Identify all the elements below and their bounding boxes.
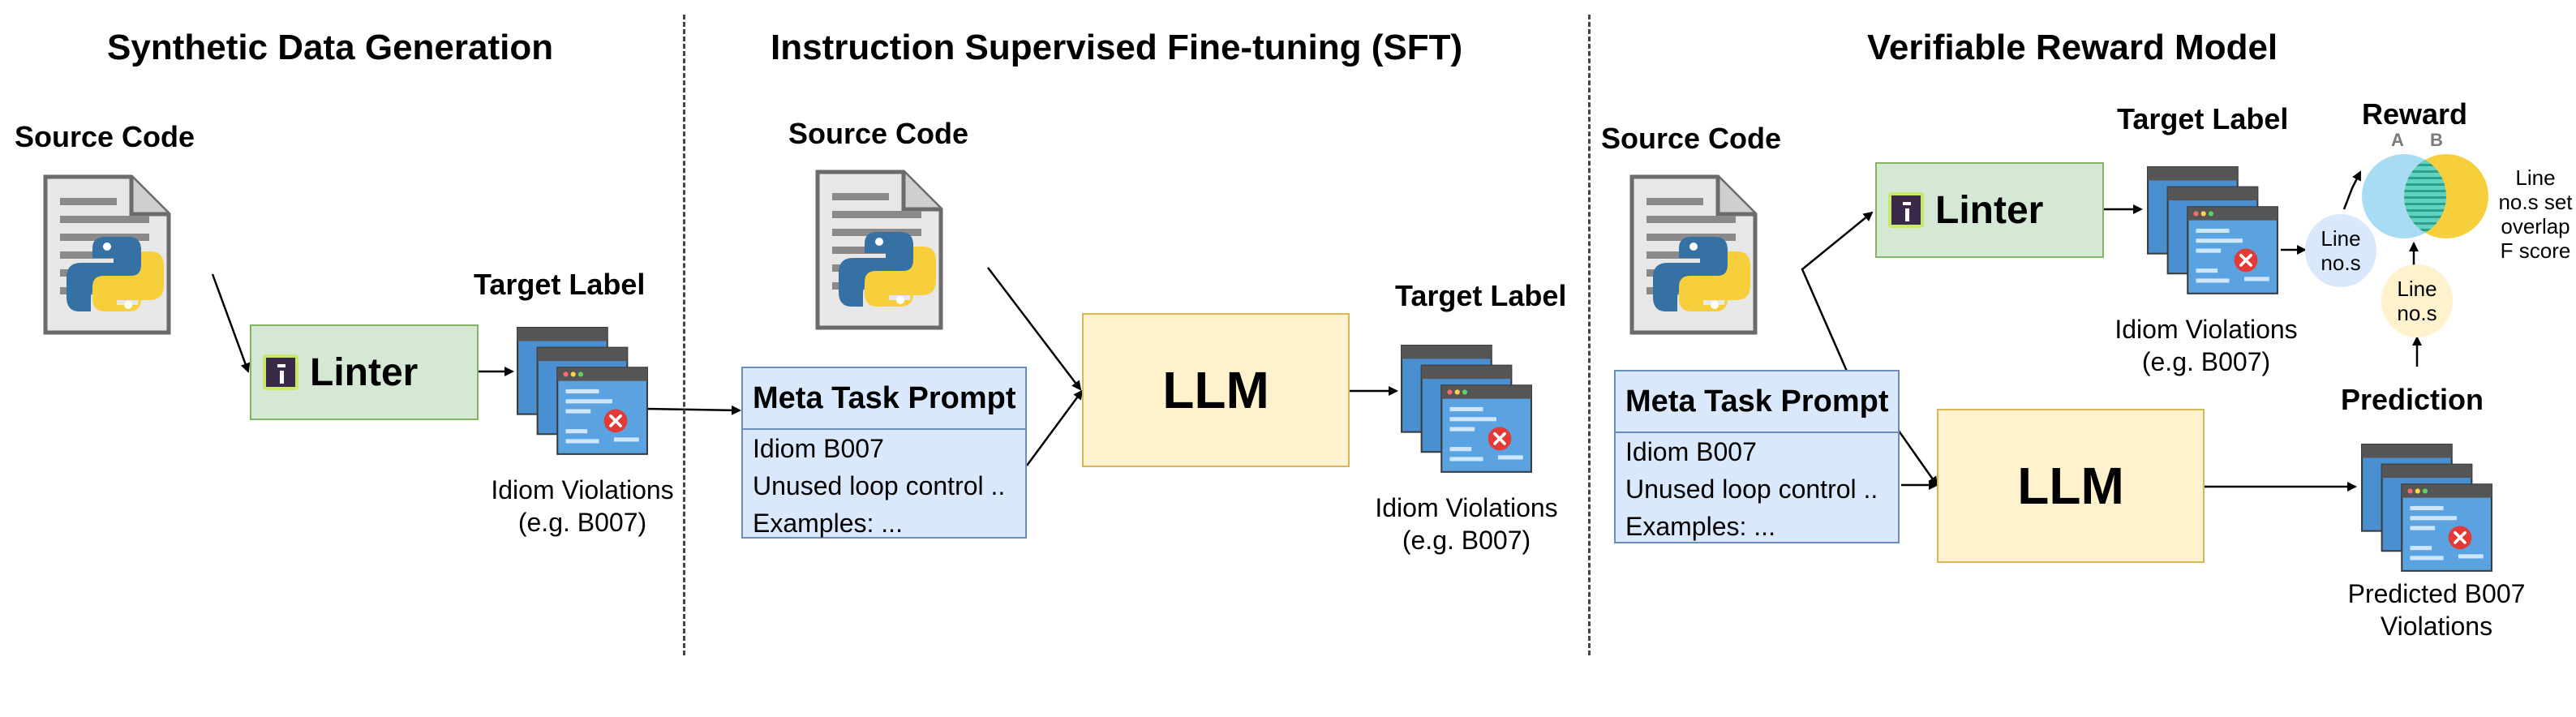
prompt-line: Idiom B007 <box>753 434 884 463</box>
prediction-label: Prediction <box>2341 383 2484 416</box>
venn-diagram-icon <box>2362 154 2488 238</box>
idiom-violations-caption-3: Idiom Violations (e.g. B007) <box>2093 313 2320 378</box>
separator-2 <box>1588 15 1591 655</box>
overlap-line: F score <box>2500 238 2571 263</box>
caption-line: Predicted B007 <box>2347 579 2526 608</box>
bubble-line: Line <box>2397 277 2437 301</box>
section-title-synthetic: Synthetic Data Generation <box>107 28 554 67</box>
venn-label-b: B <box>2430 130 2443 150</box>
python-file-icon <box>814 167 944 333</box>
predicted-violations-caption: Predicted B007 Violations <box>2323 577 2550 642</box>
prompt-header: Meta Task Prompt <box>743 368 1025 430</box>
overlap-line: Line <box>2515 165 2556 190</box>
overlap-line: overlap <box>2501 214 2570 238</box>
llm-box-1: LLM <box>1082 313 1350 467</box>
caption-line: (e.g. B007) <box>2141 347 2271 376</box>
caption-line: Idiom Violations <box>1375 493 1558 522</box>
caption-line: (e.g. B007) <box>517 508 647 537</box>
reward-label: Reward <box>2362 97 2468 131</box>
bubble-line: no.s <box>2397 301 2437 325</box>
caption-line: (e.g. B007) <box>1402 526 1531 555</box>
python-file-icon <box>1629 172 1758 337</box>
caption-line: Violations <box>2380 612 2493 641</box>
prompt-line: Unused loop control .. <box>753 471 1006 500</box>
prompt-line: Examples: ... <box>1625 512 1775 541</box>
source-code-label-2: Source Code <box>788 117 969 150</box>
venn-label-a: A <box>2391 130 2404 150</box>
source-code-label-3: Source Code <box>1601 122 1782 155</box>
prompt-header: Meta Task Prompt <box>1616 371 1898 433</box>
section-title-sft: Instruction Supervised Fine-tuning (SFT) <box>771 28 1463 67</box>
linter-label: Linter <box>310 350 419 394</box>
violation-windows-icon <box>2146 165 2279 298</box>
caption-line: Idiom Violations <box>2114 315 2298 344</box>
linter-box-1: Linter <box>250 324 479 420</box>
meta-task-prompt-1: Meta Task Prompt Idiom B007 Unused loop … <box>741 367 1027 539</box>
violation-windows-icon <box>516 326 649 459</box>
linter-logo-icon <box>1888 192 1924 228</box>
target-label-1: Target Label <box>474 268 646 301</box>
prompt-line: Examples: ... <box>753 509 903 538</box>
bubble-line: Line <box>2321 226 2361 251</box>
violation-windows-icon <box>1400 344 1533 477</box>
prompt-line: Unused loop control .. <box>1625 474 1878 504</box>
target-label-2: Target Label <box>1395 279 1567 312</box>
idiom-violations-caption-1: Idiom Violations (e.g. B007) <box>469 474 696 539</box>
meta-task-prompt-2: Meta Task Prompt Idiom B007 Unused loop … <box>1614 370 1900 543</box>
caption-line: Idiom Violations <box>491 475 674 504</box>
target-label-3: Target Label <box>2117 102 2289 135</box>
separator-1 <box>683 15 685 655</box>
source-code-label-1: Source Code <box>15 120 195 153</box>
overlap-line: no.s set <box>2498 190 2573 214</box>
linter-box-2: Linter <box>1875 162 2104 258</box>
idiom-violations-caption-2: Idiom Violations (e.g. B007) <box>1353 492 1580 556</box>
linter-logo-icon <box>263 354 298 390</box>
section-title-reward: Verifiable Reward Model <box>1867 28 2278 67</box>
bubble-line: no.s <box>2321 251 2361 275</box>
linter-label: Linter <box>1935 188 2044 232</box>
prompt-line: Idiom B007 <box>1625 437 1757 466</box>
llm-box-2: LLM <box>1937 409 2205 563</box>
overlap-fscore-text: Line no.s set overlap F score <box>2497 165 2574 263</box>
predicted-violation-windows-icon <box>2360 443 2493 576</box>
python-file-icon <box>42 172 172 337</box>
